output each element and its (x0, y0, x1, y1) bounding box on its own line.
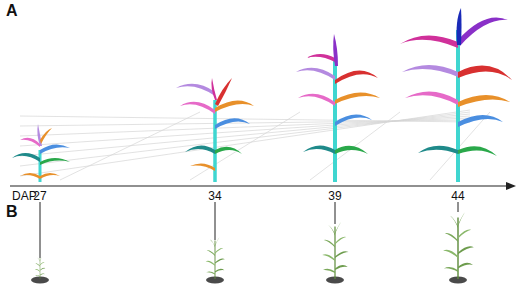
panel-letter: A (6, 3, 18, 19)
day-number: 34 (208, 190, 221, 202)
axis-title: DAP (12, 190, 37, 202)
day-number: 27 (33, 190, 46, 202)
day-number: 39 (328, 190, 341, 202)
panel-letter: B (6, 204, 18, 220)
day-number: 44 (451, 190, 464, 202)
